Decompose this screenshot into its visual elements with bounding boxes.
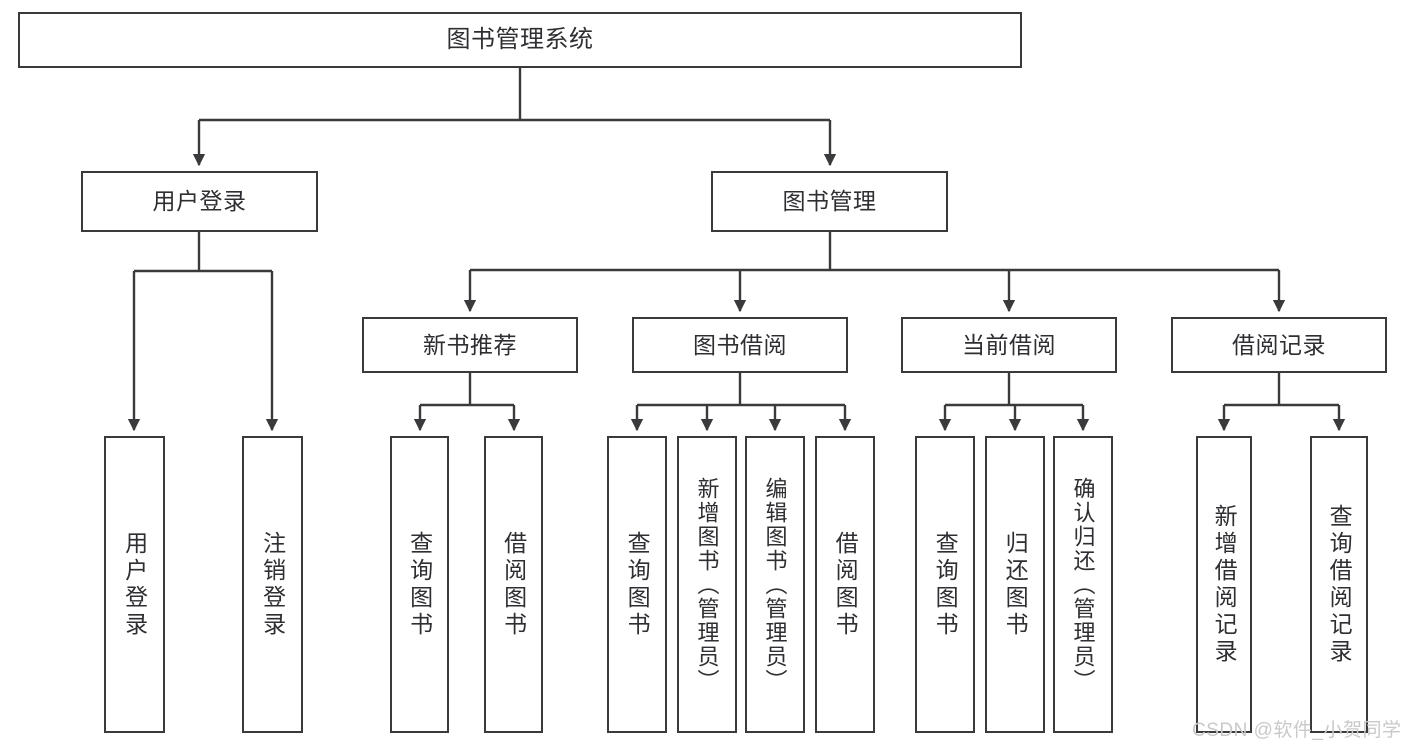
node-leaf-user-login-label: 用户登录 xyxy=(121,530,148,639)
node-user-login[interactable]: 用户登录 xyxy=(81,171,318,232)
node-leaf-query-book-1[interactable]: 查询图书 xyxy=(390,436,449,733)
node-leaf-borrow-book-1[interactable]: 借阅图书 xyxy=(484,436,543,733)
node-leaf-user-logout[interactable]: 注销登录 xyxy=(242,436,303,733)
node-leaf-query-record-label: 查询借阅记录 xyxy=(1326,503,1353,666)
node-root-label: 图书管理系统 xyxy=(446,26,594,54)
node-root[interactable]: 图书管理系统 xyxy=(18,12,1022,68)
node-book-borrow-label: 图书借阅 xyxy=(693,331,787,358)
csdn-watermark: CSDN @软件_小贺同学 xyxy=(1192,720,1402,741)
node-leaf-query-book-2-label: 查询图书 xyxy=(624,530,651,639)
node-leaf-borrow-book-2-label: 借阅图书 xyxy=(832,530,859,639)
node-leaf-query-record[interactable]: 查询借阅记录 xyxy=(1310,436,1368,733)
node-leaf-confirm-return-label: 确认归还（管理员） xyxy=(1070,476,1096,693)
node-leaf-add-book-label: 新增图书（管理员） xyxy=(694,476,720,693)
node-leaf-return-book-label: 归还图书 xyxy=(1002,530,1029,639)
node-book-borrow[interactable]: 图书借阅 xyxy=(632,317,848,373)
node-leaf-add-record[interactable]: 新增借阅记录 xyxy=(1196,436,1252,733)
node-leaf-query-book-3-label: 查询图书 xyxy=(932,530,959,639)
node-leaf-borrow-book-1-label: 借阅图书 xyxy=(500,530,527,639)
node-new-book-recommend[interactable]: 新书推荐 xyxy=(362,317,578,373)
node-current-borrow[interactable]: 当前借阅 xyxy=(901,317,1117,373)
node-book-manage[interactable]: 图书管理 xyxy=(711,171,948,232)
node-current-borrow-label: 当前借阅 xyxy=(962,331,1056,358)
node-leaf-query-book-1-label: 查询图书 xyxy=(406,530,433,639)
node-leaf-query-book-3[interactable]: 查询图书 xyxy=(915,436,975,733)
node-book-manage-label: 图书管理 xyxy=(782,188,877,215)
node-leaf-confirm-return[interactable]: 确认归还（管理员） xyxy=(1053,436,1113,733)
node-leaf-edit-book[interactable]: 编辑图书（管理员） xyxy=(745,436,805,733)
node-borrow-record-label: 借阅记录 xyxy=(1232,331,1326,358)
node-leaf-user-logout-label: 注销登录 xyxy=(259,530,286,639)
node-leaf-user-login[interactable]: 用户登录 xyxy=(104,436,165,733)
node-new-book-recommend-label: 新书推荐 xyxy=(423,331,517,358)
node-leaf-query-book-2[interactable]: 查询图书 xyxy=(607,436,667,733)
node-user-login-label: 用户登录 xyxy=(152,188,247,215)
node-leaf-add-book[interactable]: 新增图书（管理员） xyxy=(677,436,737,733)
node-leaf-borrow-book-2[interactable]: 借阅图书 xyxy=(815,436,875,733)
node-leaf-add-record-label: 新增借阅记录 xyxy=(1211,503,1238,666)
node-leaf-edit-book-label: 编辑图书（管理员） xyxy=(762,476,788,693)
node-borrow-record[interactable]: 借阅记录 xyxy=(1171,317,1387,373)
node-leaf-return-book[interactable]: 归还图书 xyxy=(985,436,1045,733)
